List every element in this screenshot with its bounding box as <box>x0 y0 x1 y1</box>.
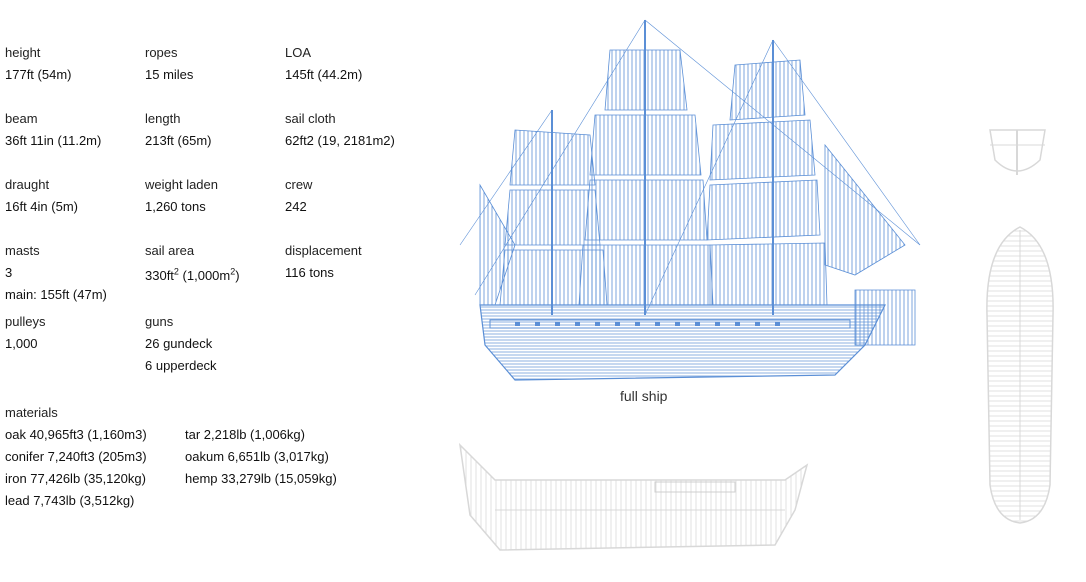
spec-value: 1,000 <box>5 336 38 351</box>
spec-value: 16ft 4in (5m) <box>5 199 78 214</box>
spec-value: 213ft (65m) <box>145 133 212 148</box>
spec-value: 1,260 tons <box>145 199 206 214</box>
material-item: tar 2,218lb (1,006kg) <box>185 427 305 442</box>
spec-label: guns <box>145 314 174 329</box>
material-item: oak 40,965ft3 (1,160m3) <box>5 427 147 442</box>
spec-label: sail area <box>145 243 195 258</box>
spec-ropes: ropes 15 miles <box>145 42 193 86</box>
spec-label: weight laden <box>145 177 218 192</box>
cross-section-thumbnail[interactable] <box>985 120 1050 185</box>
spec-label: crew <box>285 177 313 192</box>
spec-label: LOA <box>285 45 312 60</box>
spec-value: 62ft2 (19, 2181m2) <box>285 133 395 148</box>
spec-label: displacement <box>285 243 362 258</box>
material-item: conifer 7,240ft3 (205m3) <box>5 449 147 464</box>
material-item: hemp 33,279lb (15,059kg) <box>185 471 337 486</box>
spec-value: 3 <box>5 265 13 280</box>
spec-sail-cloth: sail cloth 62ft2 (19, 2181m2) <box>285 108 395 152</box>
spec-length: length 213ft (65m) <box>145 108 211 152</box>
spec-value: 330ft2 (1,000m2) <box>145 266 240 283</box>
spec-label: pulleys <box>5 314 46 329</box>
spec-value-upper: 6 upperdeck <box>145 358 217 373</box>
material-item: lead 7,743lb (3,512kg) <box>5 493 135 508</box>
spec-loa: LOA 145ft (44.2m) <box>285 42 362 86</box>
sail <box>709 242 828 306</box>
spec-value: 15 miles <box>145 67 194 82</box>
full-ship-drawing[interactable] <box>455 15 925 385</box>
spec-height: height 177ft (54m) <box>5 42 71 86</box>
spec-value-main: main: 155ft (47m) <box>5 287 107 302</box>
spec-value: 145ft (44.2m) <box>285 67 363 82</box>
spec-value: 116 tons <box>285 265 334 280</box>
sail <box>709 119 816 181</box>
spec-value: 26 gundeck <box>145 336 213 351</box>
spec-guns: guns 26 gundeck 6 upperdeck <box>145 311 217 377</box>
sail <box>706 179 821 241</box>
spec-masts: masts 3 main: 155ft (47m) <box>5 240 107 306</box>
spec-draught: draught 16ft 4in (5m) <box>5 174 78 218</box>
spec-value: 36ft 11in (11.2m) <box>5 133 102 148</box>
spec-weight-laden: weight laden 1,260 tons <box>145 174 218 218</box>
spec-label: masts <box>5 243 40 258</box>
spec-value: 177ft (54m) <box>5 67 72 82</box>
spec-label: sail cloth <box>285 111 336 126</box>
material-item: iron 77,426lb (35,120kg) <box>5 471 146 486</box>
materials-label: materials <box>5 405 58 420</box>
spec-displacement: displacement 116 tons <box>285 240 362 284</box>
materials-block-2: tar 2,218lb (1,006kg) oakum 6,651lb (3,0… <box>185 424 337 490</box>
spec-label: height <box>5 45 41 60</box>
spec-label: ropes <box>145 45 178 60</box>
hull <box>479 304 886 381</box>
material-item: oakum 6,651lb (3,017kg) <box>185 449 329 464</box>
spec-crew: crew 242 <box>285 174 312 218</box>
spec-pulleys: pulleys 1,000 <box>5 311 45 355</box>
full-ship-caption: full ship <box>620 388 668 404</box>
spec-label: draught <box>5 177 50 192</box>
spec-sail-area: sail area 330ft2 (1,000m2) <box>145 240 240 287</box>
sail <box>824 143 906 276</box>
side-section-thumbnail[interactable] <box>455 440 815 555</box>
spec-beam: beam 36ft 11in (11.2m) <box>5 108 101 152</box>
spec-label: length <box>145 111 181 126</box>
spec-label: beam <box>5 111 38 126</box>
materials-block: materials oak 40,965ft3 (1,160m3) conife… <box>5 402 147 512</box>
spec-value: 242 <box>285 199 307 214</box>
deck-plan-thumbnail[interactable] <box>975 225 1065 525</box>
